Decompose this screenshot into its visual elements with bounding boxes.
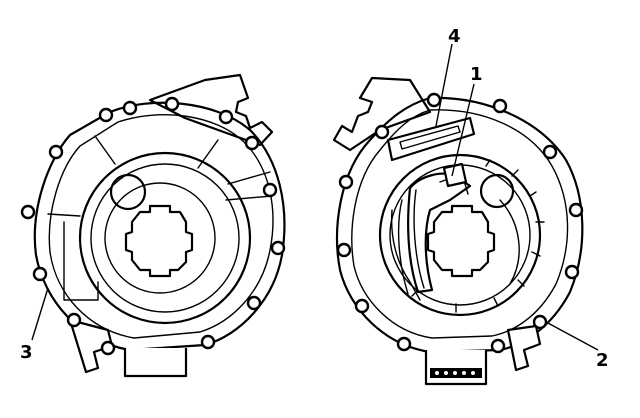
right-rim-teeth [411,159,545,313]
right-view [332,76,584,386]
left-outer-housing [33,101,286,352]
left-locator-hole [109,173,147,211]
right-rotor-ring [378,153,542,317]
right-clip-bracket [442,162,468,188]
left-hub [104,182,216,294]
callout-leaders [31,43,599,351]
right-locator-hole [479,173,515,209]
leader-1 [451,83,475,177]
callout-2: 2 [596,350,609,371]
right-splined-center [426,204,496,278]
right-tab-plate-slot [399,125,461,150]
right-inner-shield [390,199,520,301]
leader-4 [435,43,453,127]
callout-4: 4 [448,26,461,47]
right-connector-pin-holes [435,371,475,375]
leader-2 [545,321,599,351]
right-perimeter-bolts [336,92,584,354]
callout-1: 1 [470,64,483,85]
right-lower-clip [506,324,542,372]
left-inner-rim [48,114,274,339]
left-bottom-connector [123,348,188,378]
left-splined-center [124,204,194,278]
leader-3 [31,287,49,341]
left-rotor-ring-inner [90,163,240,313]
right-inner-rim [351,109,569,339]
left-perimeter-bolts [20,96,286,356]
left-segment-lines [47,135,273,301]
left-view [20,73,286,378]
left-rotor-ring [78,151,252,325]
left-lower-clip [68,318,114,374]
right-ribbon-cable [407,172,472,294]
callout-3: 3 [20,342,33,363]
right-tab-plate [386,116,476,162]
right-bottom-connector [424,350,488,386]
